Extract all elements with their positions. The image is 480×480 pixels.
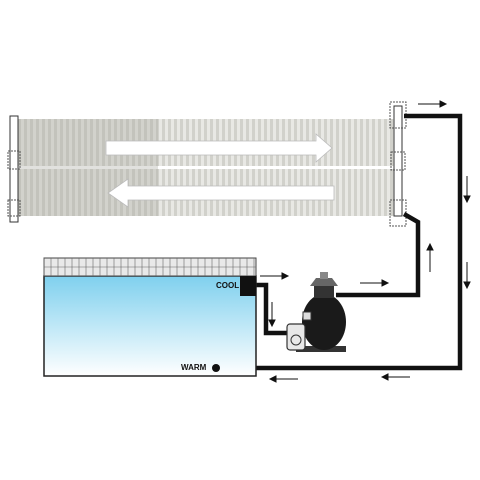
filter-valve-top-icon (310, 278, 338, 286)
solar-collector (7, 101, 407, 227)
flow-arrow-icon (268, 375, 298, 383)
flow-arrow-icon (463, 176, 471, 204)
cool-outlet-pipe (256, 282, 290, 336)
flow-arrow-icon (268, 302, 276, 328)
flow-arrow-icon (426, 242, 434, 272)
pipes (214, 113, 463, 371)
warm-label: WARM (181, 363, 207, 372)
pump-to-collector-pipe (336, 212, 421, 298)
flow-arrow-icon (380, 373, 410, 381)
swimming-pool: COOL WARM (43, 257, 257, 377)
filter-valve-neck (314, 286, 334, 298)
pool-tiles (43, 258, 256, 276)
flow-arrow-icon (260, 272, 290, 280)
pump-motor-cap (290, 334, 302, 346)
cool-outlet-fitting (240, 276, 256, 296)
filter-tank (302, 294, 346, 350)
cool-label: COOL (216, 281, 239, 290)
pump-connector (302, 311, 312, 321)
collector-right-header (393, 105, 403, 217)
left-header-fitting-top (7, 150, 21, 170)
sand-filter-pump (286, 272, 346, 352)
valve-handle (320, 272, 328, 279)
flow-arrow-icon (360, 279, 390, 287)
panel-flow-arrow-right (105, 133, 333, 163)
flow-arrows (260, 100, 471, 383)
collector-shade-left (18, 119, 158, 216)
pool-water (43, 275, 257, 377)
flow-arrow-icon (418, 100, 448, 108)
warm-return-pipe (214, 113, 463, 371)
left-header-fitting-bottom (7, 199, 21, 217)
flow-arrow-icon (463, 262, 471, 290)
warm-inlet-fitting (212, 364, 220, 372)
pump-motor (286, 323, 306, 351)
panel-flow-arrow-left (107, 178, 335, 208)
right-header-fitting-mid (390, 151, 406, 171)
